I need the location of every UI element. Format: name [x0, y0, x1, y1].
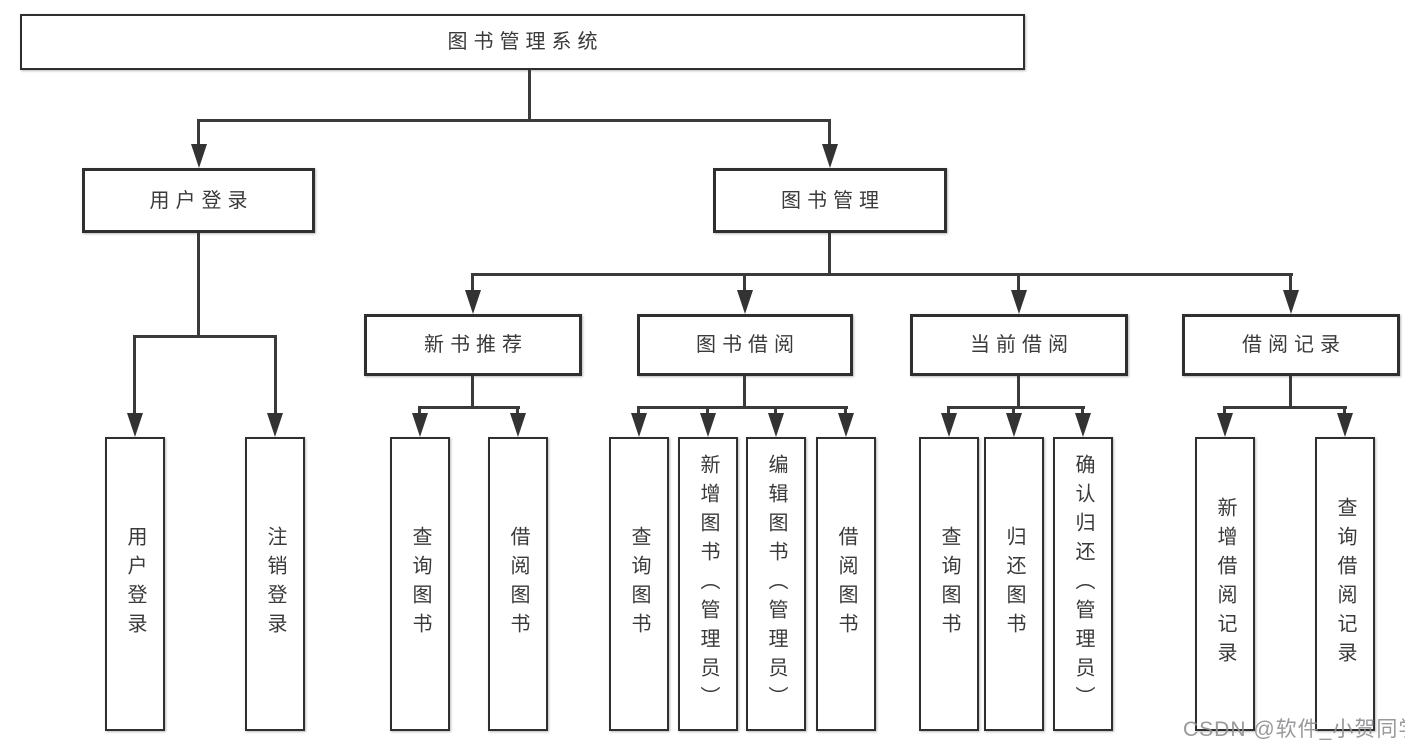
node-label: 借阅记录 [1242, 334, 1346, 356]
connector-vline [743, 276, 746, 293]
connector-hline [133, 335, 277, 338]
connector-vline [1017, 376, 1020, 409]
leaf-label: 借阅图书 [507, 526, 529, 642]
arrow-down-icon [1283, 290, 1299, 314]
node-library-management-system: 图书管理系统 [20, 14, 1025, 70]
arrow-down-icon [510, 413, 526, 437]
leaf-query-books-borrow: 查询图书 [609, 437, 669, 731]
connector-vline [471, 276, 474, 293]
arrow-down-icon [465, 290, 481, 314]
leaf-query-books-current: 查询图书 [919, 437, 979, 731]
leaf-label: 新增借阅记录 [1214, 497, 1236, 671]
arrow-down-icon [941, 413, 957, 437]
leaf-logout: 注销登录 [245, 437, 305, 731]
node-book-borrow: 图书借阅 [637, 314, 853, 376]
leaf-label: 查询图书 [628, 526, 650, 642]
leaf-add-borrow-record: 新增借阅记录 [1195, 437, 1255, 731]
arrow-down-icon [768, 413, 784, 437]
arrow-down-icon [737, 290, 753, 314]
node-label: 新书推荐 [424, 334, 528, 356]
arrow-down-icon [1075, 413, 1091, 437]
arrow-down-icon [412, 413, 428, 437]
leaf-confirm-return-admin: 确认归还（管理员） [1053, 437, 1113, 731]
arrow-down-icon [1006, 413, 1022, 437]
leaf-label: 注销登录 [264, 526, 286, 642]
connector-hline [471, 273, 1293, 276]
node-label: 用户登录 [149, 189, 254, 212]
connector-vline [743, 376, 746, 409]
leaf-label: 查询图书 [938, 526, 960, 642]
leaf-query-borrow-record: 查询借阅记录 [1315, 437, 1375, 731]
node-book-management: 图书管理 [713, 168, 947, 233]
arrow-down-icon [1011, 290, 1027, 314]
leaf-label: 归还图书 [1003, 526, 1025, 642]
leaf-label: 查询图书 [409, 526, 431, 642]
connector-hline [418, 406, 520, 409]
connector-hline [1223, 406, 1347, 409]
connector-vline [528, 70, 531, 122]
connector-hline [197, 119, 831, 122]
arrow-down-icon [838, 413, 854, 437]
connector-vline [274, 338, 277, 415]
node-borrow-records: 借阅记录 [1182, 314, 1400, 376]
arrow-down-icon [822, 144, 838, 168]
connector-vline [471, 376, 474, 409]
leaf-label: 查询借阅记录 [1334, 497, 1356, 671]
arrow-down-icon [631, 413, 647, 437]
node-label: 图书借阅 [696, 334, 800, 356]
node-new-book-recommend: 新书推荐 [364, 314, 582, 376]
connector-vline [197, 122, 200, 147]
leaf-add-book-admin: 新增图书（管理员） [678, 437, 738, 731]
arrow-down-icon [1217, 413, 1233, 437]
arrow-down-icon [191, 144, 207, 168]
arrow-down-icon [1337, 413, 1353, 437]
leaf-label: 编辑图书（管理员） [765, 453, 787, 715]
connector-vline [1289, 276, 1292, 293]
arrow-down-icon [127, 413, 143, 437]
arrow-down-icon [700, 413, 716, 437]
node-user-login: 用户登录 [82, 168, 315, 233]
leaf-label: 新增图书（管理员） [697, 453, 719, 715]
leaf-borrow-book: 借阅图书 [816, 437, 876, 731]
connector-vline [828, 233, 831, 276]
node-label: 图书管理系统 [447, 31, 604, 53]
connector-vline [828, 122, 831, 147]
arrow-down-icon [267, 413, 283, 437]
watermark-text: CSDN @软件_小贺同学 [1183, 718, 1405, 741]
leaf-label: 用户登录 [124, 526, 146, 642]
connector-hline [947, 406, 1085, 409]
node-label: 当前借阅 [970, 334, 1074, 356]
leaf-borrow-book-recommend: 借阅图书 [488, 437, 548, 731]
node-label: 图书管理 [781, 189, 885, 212]
connector-vline [1017, 276, 1020, 293]
node-current-borrow: 当前借阅 [910, 314, 1128, 376]
leaf-query-books-recommend: 查询图书 [390, 437, 450, 731]
connector-vline [197, 233, 200, 338]
leaf-user-login: 用户登录 [105, 437, 165, 731]
leaf-label: 确认归还（管理员） [1072, 453, 1094, 715]
connector-vline [1289, 376, 1292, 409]
connector-hline [637, 406, 848, 409]
leaf-edit-book-admin: 编辑图书（管理员） [746, 437, 806, 731]
leaf-label: 借阅图书 [835, 526, 857, 642]
connector-vline [133, 338, 136, 415]
leaf-return-book: 归还图书 [984, 437, 1044, 731]
